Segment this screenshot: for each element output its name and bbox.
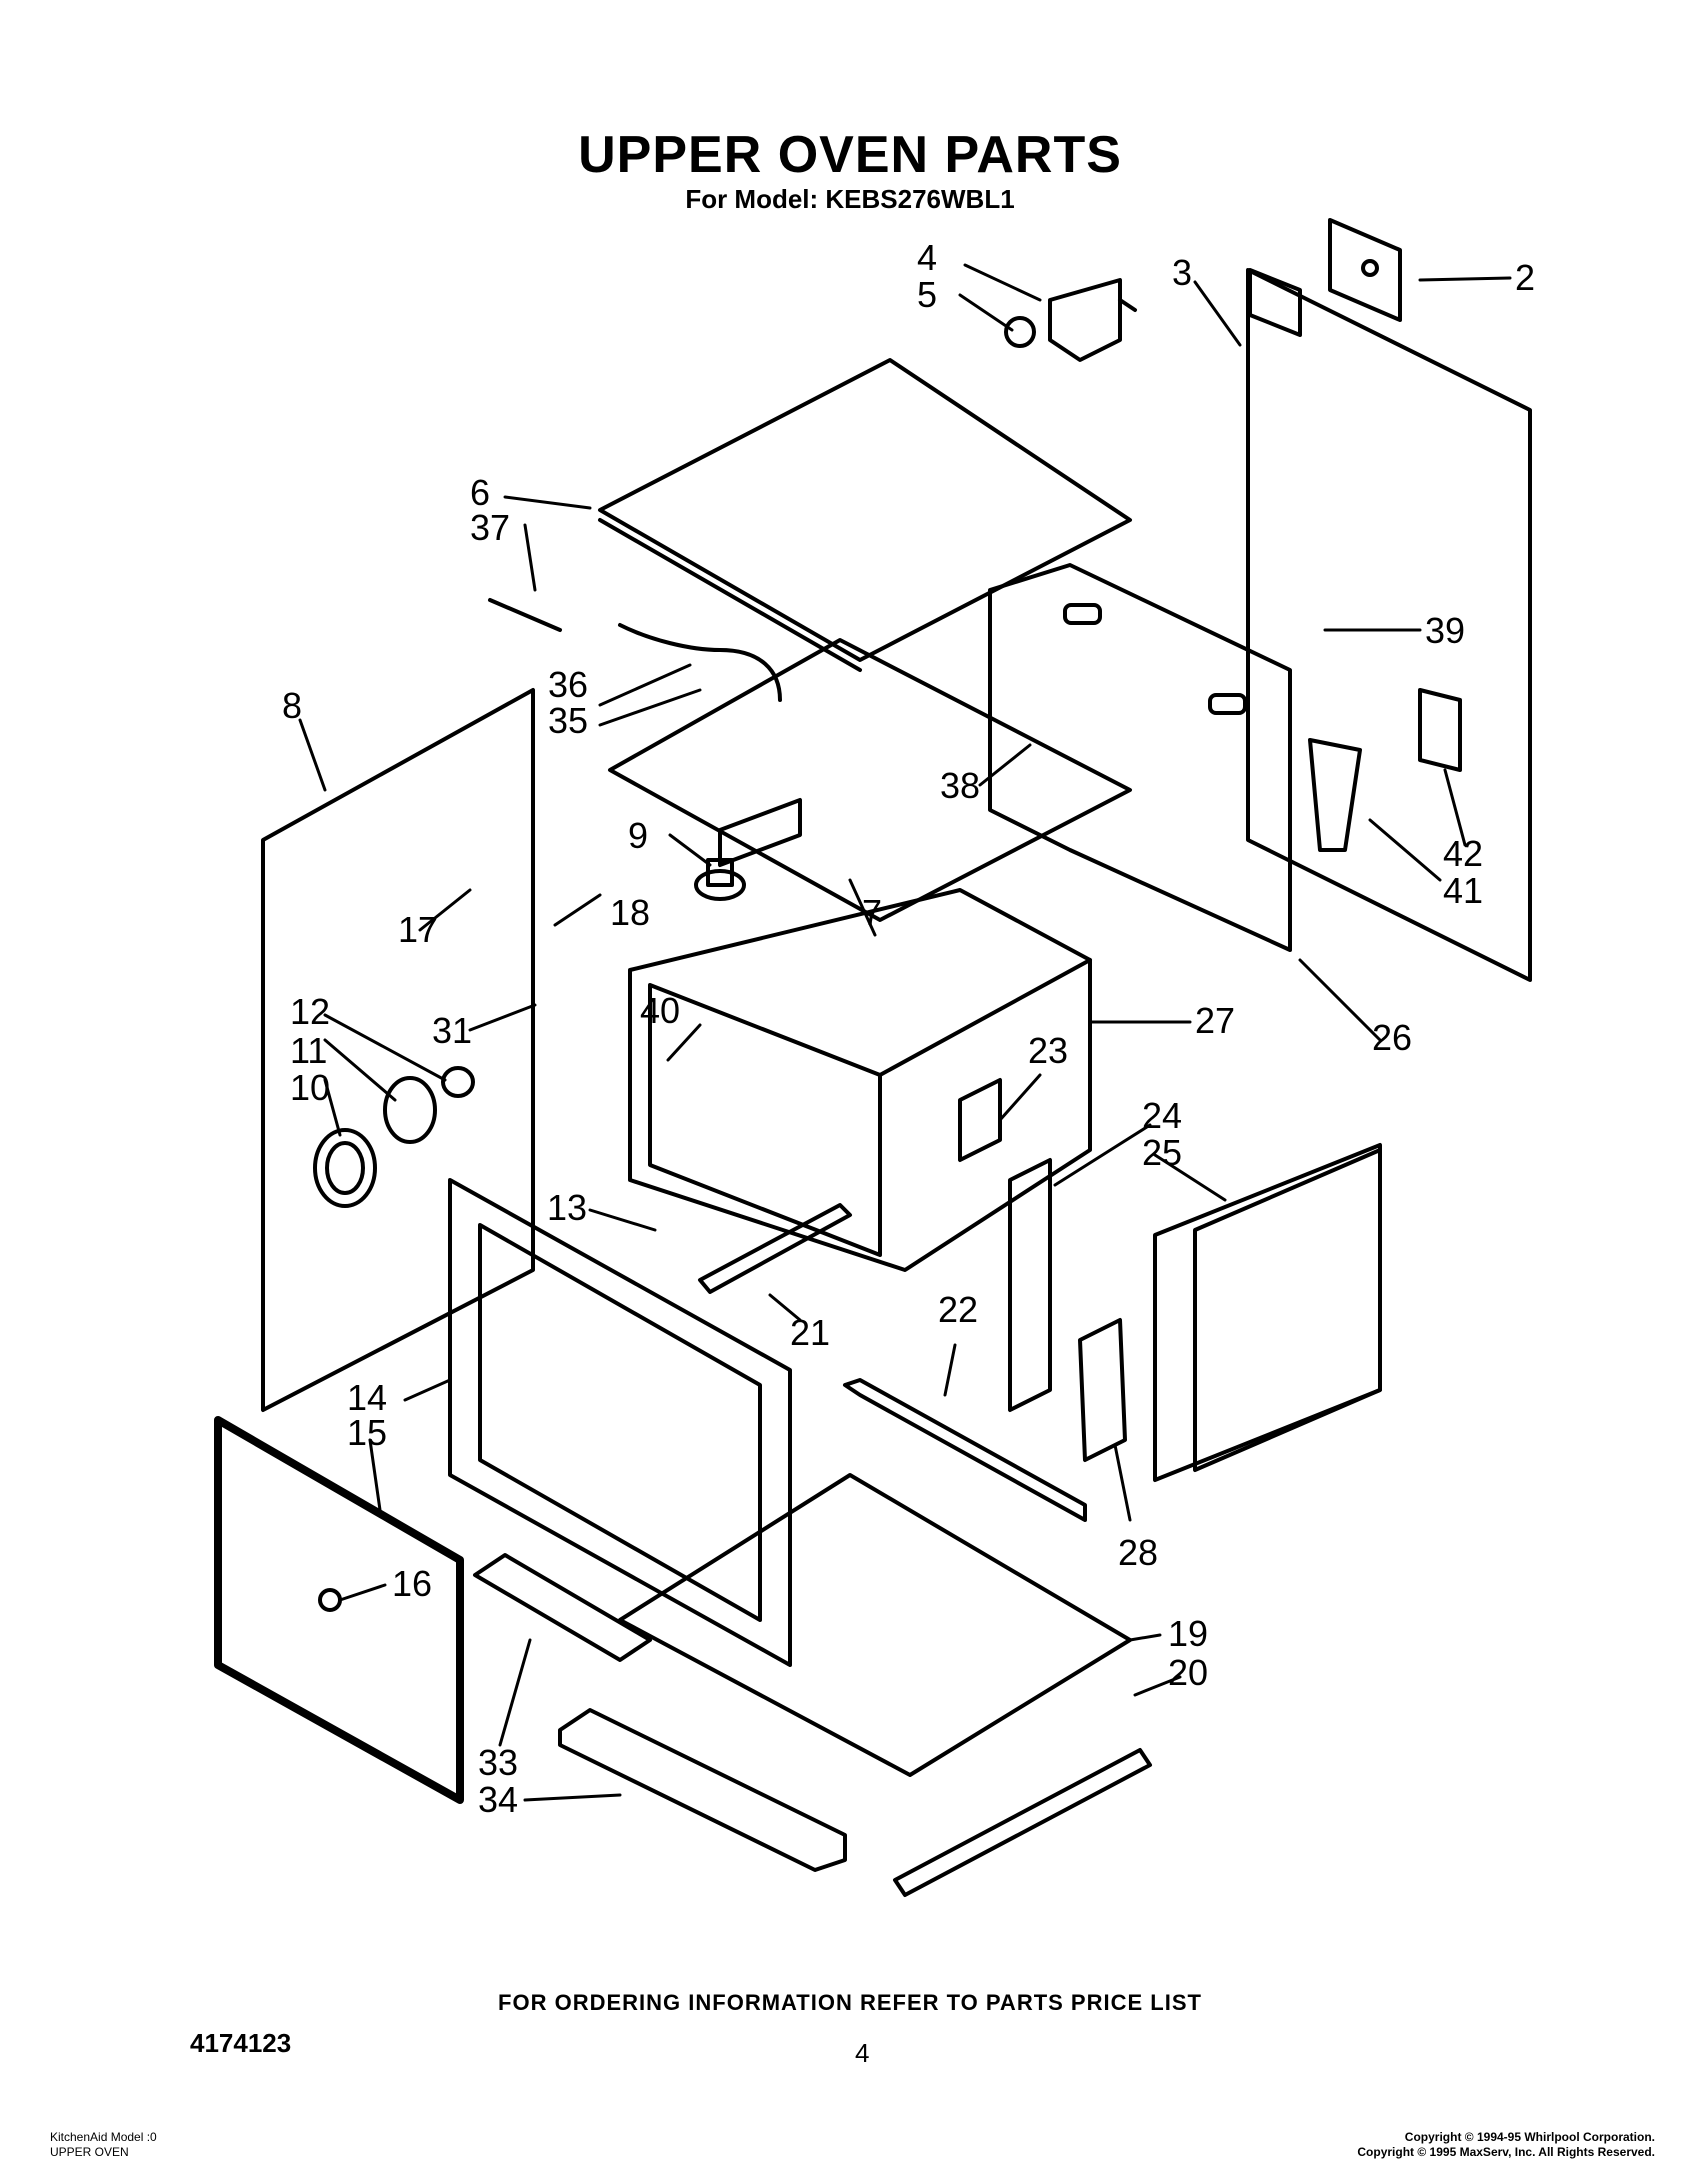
page-title: UPPER OVEN PARTS — [578, 126, 1122, 184]
callout-7: 7 — [862, 892, 882, 933]
callout-36: 36 — [548, 664, 588, 705]
callout-19: 19 — [1168, 1613, 1208, 1654]
callout-31: 31 — [432, 1010, 472, 1051]
part-38-top-liner — [608, 638, 1132, 922]
callout-41: 41 — [1443, 870, 1483, 911]
callout-16: 16 — [392, 1563, 432, 1604]
callout-34: 34 — [478, 1779, 518, 1820]
callout-17: 17 — [398, 909, 438, 950]
source-line-1: KitchenAid Model :0 — [50, 2130, 157, 2144]
part-6-top-panel — [598, 358, 1132, 672]
callout-26: 26 — [1372, 1017, 1412, 1058]
part-21-rod — [698, 1203, 852, 1294]
callout-8: 8 — [282, 685, 302, 726]
part-19-bottom-panel — [618, 1473, 1132, 1777]
callout-23: 23 — [1028, 1030, 1068, 1071]
callout-15: 15 — [347, 1412, 387, 1453]
callout-35: 35 — [548, 700, 588, 741]
model-subtitle: For Model: KEBS276WBL1 — [685, 184, 1015, 214]
callout-2: 2 — [1515, 257, 1535, 298]
callout-9: 9 — [628, 815, 648, 856]
callout-21: 21 — [790, 1312, 830, 1353]
part-20-trim — [893, 1748, 1152, 1897]
part-25-door-panel — [1153, 1143, 1382, 1482]
callout-27: 27 — [1195, 1000, 1235, 1041]
part-10-12-light — [313, 1066, 475, 1208]
callout-labels: 2 3 4 5 6 7 8 9 10 11 12 13 14 15 16 17 … — [282, 237, 1535, 1820]
callout-40: 40 — [640, 990, 680, 1031]
part-4-5-switch — [1004, 278, 1137, 362]
callout-4: 4 — [917, 237, 937, 278]
callout-38: 38 — [940, 765, 980, 806]
copyright-info: Copyright © 1994-95 Whirlpool Corporatio… — [1357, 2130, 1655, 2160]
callout-24: 24 — [1142, 1095, 1182, 1136]
callout-13: 13 — [547, 1187, 587, 1228]
document-number: 4174123 — [190, 2028, 292, 2058]
page-number: 4 — [855, 2038, 870, 2068]
callout-5: 5 — [917, 274, 937, 315]
part-35-37-wiring — [488, 598, 782, 702]
callout-22: 22 — [938, 1289, 978, 1330]
callout-12: 12 — [290, 991, 330, 1032]
callout-11: 11 — [290, 1030, 327, 1071]
copyright-line-2: Copyright © 1995 MaxServ, Inc. All Right… — [1357, 2145, 1655, 2159]
callout-28: 28 — [1118, 1532, 1158, 1573]
callout-18: 18 — [610, 892, 650, 933]
part-42-switch — [1418, 688, 1462, 772]
ordering-note: FOR ORDERING INFORMATION REFER TO PARTS … — [498, 1990, 1202, 2015]
part-41-bracket — [1308, 738, 1362, 852]
part-9-sensor — [694, 858, 746, 901]
part-14-door-frame — [448, 1178, 792, 1667]
part-27-oven-cavity — [628, 888, 1092, 1272]
leader-lines — [298, 263, 1512, 1802]
source-info: KitchenAid Model :0 UPPER OVEN — [50, 2130, 157, 2160]
callout-6: 6 — [470, 472, 490, 513]
callout-33: 33 — [478, 1742, 518, 1783]
part-22-rail — [843, 1378, 1087, 1522]
copyright-line-1: Copyright © 1994-95 Whirlpool Corporatio… — [1404, 2130, 1655, 2144]
part-28-latch — [1078, 1318, 1127, 1462]
callout-14: 14 — [347, 1377, 387, 1418]
callout-42: 42 — [1443, 833, 1483, 874]
callout-10: 10 — [290, 1067, 330, 1108]
callout-39: 39 — [1425, 610, 1465, 651]
callout-20: 20 — [1168, 1652, 1208, 1693]
part-26-side-panel — [988, 563, 1292, 952]
part-23-plate — [958, 1078, 1002, 1162]
part-15-gasket — [214, 1416, 464, 1804]
part-34-trim — [558, 1708, 847, 1872]
callout-37: 37 — [470, 507, 510, 548]
source-line-2: UPPER OVEN — [50, 2145, 129, 2159]
callout-3: 3 — [1172, 252, 1192, 293]
part-2-bracket — [1328, 218, 1402, 322]
part-8-left-panel — [261, 688, 535, 1412]
part-24-hinge-plate — [1008, 1158, 1052, 1412]
part-33-trim — [473, 1553, 652, 1662]
callout-25: 25 — [1142, 1132, 1182, 1173]
